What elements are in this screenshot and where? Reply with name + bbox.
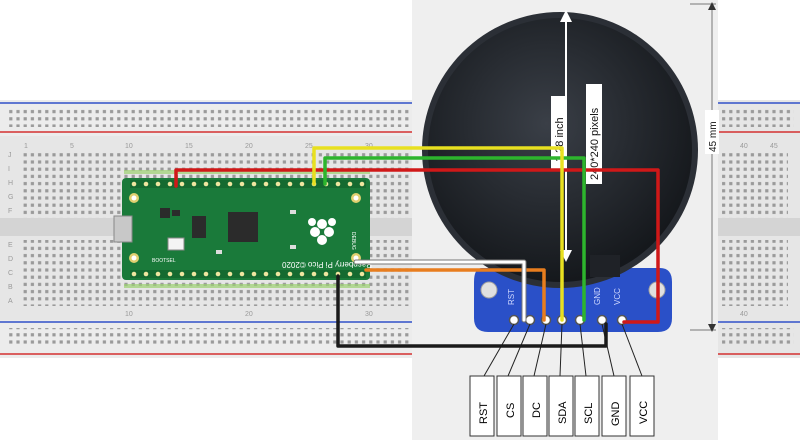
row-letter: J: [8, 152, 12, 159]
pico-pins-bottom: [131, 271, 365, 277]
row-letter: B: [8, 284, 13, 291]
size-label: 1.28 inch: [554, 117, 566, 162]
wire-gnd: [336, 274, 608, 348]
col-number: 40: [740, 143, 748, 150]
pin-label-vcc: VCC: [629, 375, 655, 437]
pin-leader-lines: [483, 323, 643, 377]
height-label: 45 mm: [708, 121, 719, 152]
pin-label-text: CS: [505, 403, 517, 418]
display-photo: 1.28 inch 240*240 pixels 45 mm RST GND V…: [412, 0, 719, 440]
row-letter: H: [8, 180, 13, 187]
raspberry-pi-pico: BOOTSEL DEBUG Raspberry Pi Pico ©2020: [113, 170, 372, 288]
pin-label-scl: SCL: [574, 375, 600, 437]
debug-label: DEBUG: [350, 232, 356, 250]
wires: [174, 146, 660, 348]
silk-pin-label: GND: [593, 287, 602, 305]
pin-label-text: GND: [610, 402, 622, 427]
breadboard-right-section: 40 45 40: [718, 100, 800, 358]
col-number: 25: [305, 143, 313, 150]
col-number: 30: [365, 311, 373, 318]
row-letter: A: [8, 298, 13, 305]
wire-dc: [364, 268, 546, 322]
resolution-label: 240*240 pixels: [589, 107, 601, 180]
pin-label-sda: SDA: [548, 375, 574, 437]
pin-label-text: VCC: [638, 401, 650, 424]
silk-pin-label: VCC: [613, 288, 622, 305]
col-number: 40: [740, 311, 748, 318]
wire-sda: [312, 146, 564, 322]
row-letter: G: [8, 194, 13, 201]
raspberry-logo-icon: [308, 218, 336, 245]
col-number: 20: [245, 143, 253, 150]
bootsel-label: BOOTSEL: [152, 258, 176, 264]
bootsel-button: [167, 237, 185, 251]
row-letter: C: [8, 270, 13, 277]
row-letter: F: [8, 208, 12, 215]
row-letter: E: [8, 242, 13, 249]
row-letter: D: [8, 256, 13, 263]
rp2040-chip: [228, 212, 258, 242]
pico-name: Raspberry Pi Pico ©2020: [282, 260, 372, 269]
col-number: 45: [770, 143, 778, 150]
pin-label-text: SCL: [583, 403, 595, 424]
wire-cs: [354, 260, 526, 322]
pico-pins-top: [131, 181, 365, 187]
pin-label-text: DC: [531, 402, 543, 418]
pin-label-cs: CS: [496, 375, 522, 437]
pin-label-dc: DC: [522, 375, 548, 437]
pin-label-text: RST: [478, 402, 490, 424]
wire-vcc: [174, 168, 660, 324]
col-number: 5: [70, 143, 74, 150]
pin-label-text: SDA: [557, 401, 569, 424]
usb-connector: [113, 215, 133, 243]
pin-labels: RST CS DC SDA SCL GND: [469, 375, 655, 437]
row-letter: I: [8, 166, 10, 173]
col-number: 20: [245, 311, 253, 318]
col-number: 1: [24, 143, 28, 150]
silk-pin-label: RST: [507, 289, 516, 305]
col-number: 10: [125, 143, 133, 150]
pin-label-gnd: GND: [601, 375, 627, 437]
resolution-label-box: 240*240 pixels: [586, 84, 602, 184]
pin-label-rst: RST: [469, 375, 495, 437]
col-number: 10: [125, 311, 133, 318]
mount-hole: [480, 281, 498, 299]
col-number: 15: [185, 143, 193, 150]
wire-scl: [323, 156, 586, 322]
flash-chip: [192, 216, 206, 238]
